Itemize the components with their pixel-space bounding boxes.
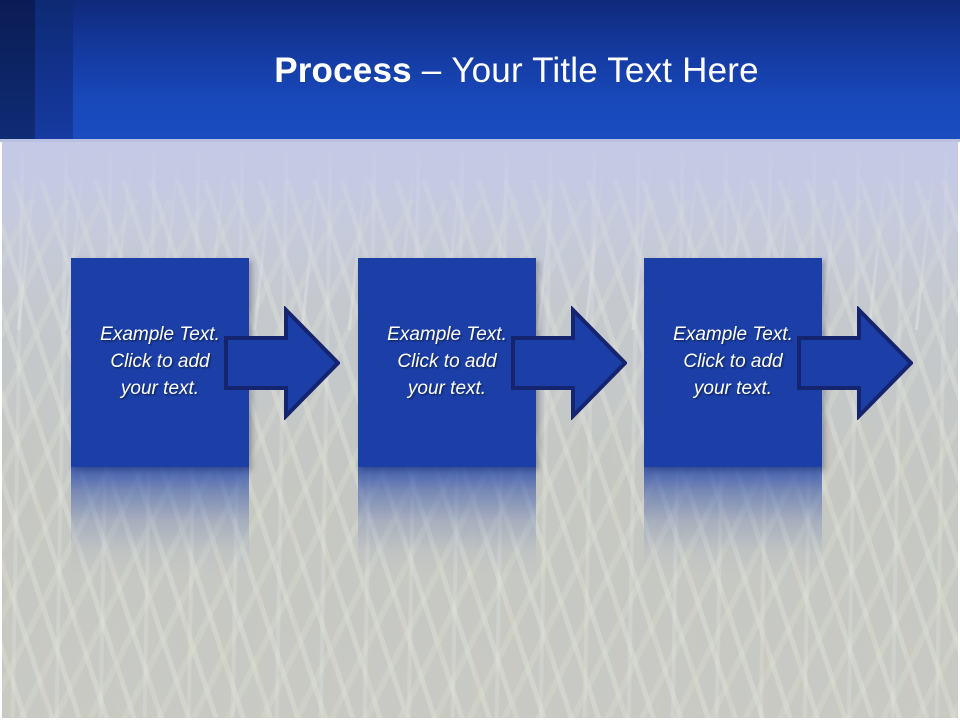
page-title-separator: –: [411, 51, 452, 90]
arrow-right-icon-3: [797, 306, 913, 420]
process-step-3-reflection: [644, 467, 822, 575]
slide-edge-right: [958, 142, 960, 720]
process-step-2-box[interactable]: Example Text. Click to add your text.: [358, 258, 536, 467]
page-title-rest: Your Title Text Here: [451, 51, 759, 90]
process-step-2[interactable]: Example Text. Click to add your text.: [358, 258, 536, 575]
page-title: Process – Your Title Text Here: [73, 0, 960, 142]
process-step-1-label: Example Text. Click to add your text.: [100, 324, 220, 399]
title-banner-stripe-mid: [35, 0, 73, 142]
page-title-bold: Process: [274, 51, 412, 90]
process-step-1[interactable]: Example Text. Click to add your text.: [71, 258, 249, 575]
process-step-3[interactable]: Example Text. Click to add your text.: [644, 258, 822, 575]
process-step-2-reflection: [358, 467, 536, 575]
title-banner-stripe-dark: [0, 0, 35, 142]
process-step-2-label: Example Text. Click to add your text.: [387, 324, 507, 399]
slide-edge-bottom: [0, 718, 960, 720]
arrow-right-icon-1: [224, 306, 340, 420]
process-step-1-box[interactable]: Example Text. Click to add your text.: [71, 258, 249, 467]
title-banner: Process – Your Title Text Here: [0, 0, 960, 142]
title-banner-fill: [0, 0, 960, 142]
process-step-3-box[interactable]: Example Text. Click to add your text.: [644, 258, 822, 467]
title-banner-underline: [0, 139, 960, 142]
slide-edge-left: [0, 142, 2, 720]
arrow-right-icon-2: [511, 306, 627, 420]
process-step-1-reflection: [71, 467, 249, 575]
process-step-3-label: Example Text. Click to add your text.: [673, 324, 793, 399]
